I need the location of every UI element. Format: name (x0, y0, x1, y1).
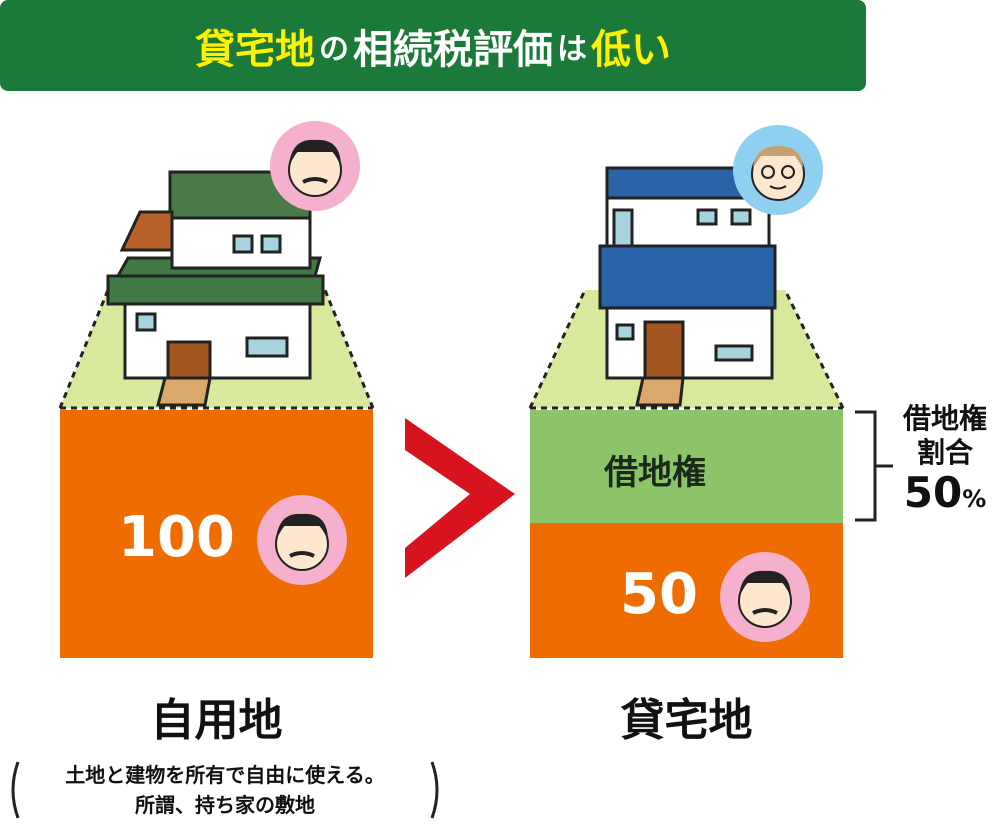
left-paren (11, 761, 20, 819)
self-use-description: 土地と建物を所有で自由に使える。 所謂、持ち家の敷地 (20, 760, 430, 820)
title-part: 貸宅地 (195, 26, 315, 73)
tenant-face-icon (733, 125, 823, 215)
owner-face-icon (720, 552, 810, 642)
ratio-line2: 割合 (916, 436, 973, 469)
desc-line: 土地と建物を所有で自由に使える。 (65, 763, 385, 787)
ratio-percent: 50 (903, 468, 963, 517)
left-value: 100 (118, 505, 235, 570)
bracket-icon (855, 410, 877, 522)
title-part: 低い (591, 26, 671, 73)
owner-house-icon (106, 170, 325, 407)
desc-line: 所謂、持ち家の敷地 (135, 793, 315, 817)
ratio-line1: 借地権 (902, 402, 987, 435)
title-banner: 貸宅地 の 相続税評価 は 低い (0, 0, 866, 91)
leasehold-ratio: 借地権 割合 50% (890, 402, 1000, 525)
leased-land-label: 貸宅地 (620, 695, 753, 746)
title-part: 相続税評価 (353, 26, 553, 73)
leasehold-box (530, 410, 843, 523)
greater-than-icon (405, 418, 515, 578)
owner-face-icon (270, 121, 360, 211)
title-part: の (319, 31, 349, 67)
title-part: は (557, 31, 587, 67)
owner-face-icon (257, 495, 347, 585)
right-paren (430, 761, 439, 819)
right-value: 50 (620, 562, 698, 627)
ratio-percent-sign: % (962, 485, 987, 513)
leasehold-label: 借地権 (604, 453, 706, 493)
self-use-land-label: 自用地 (150, 695, 283, 746)
